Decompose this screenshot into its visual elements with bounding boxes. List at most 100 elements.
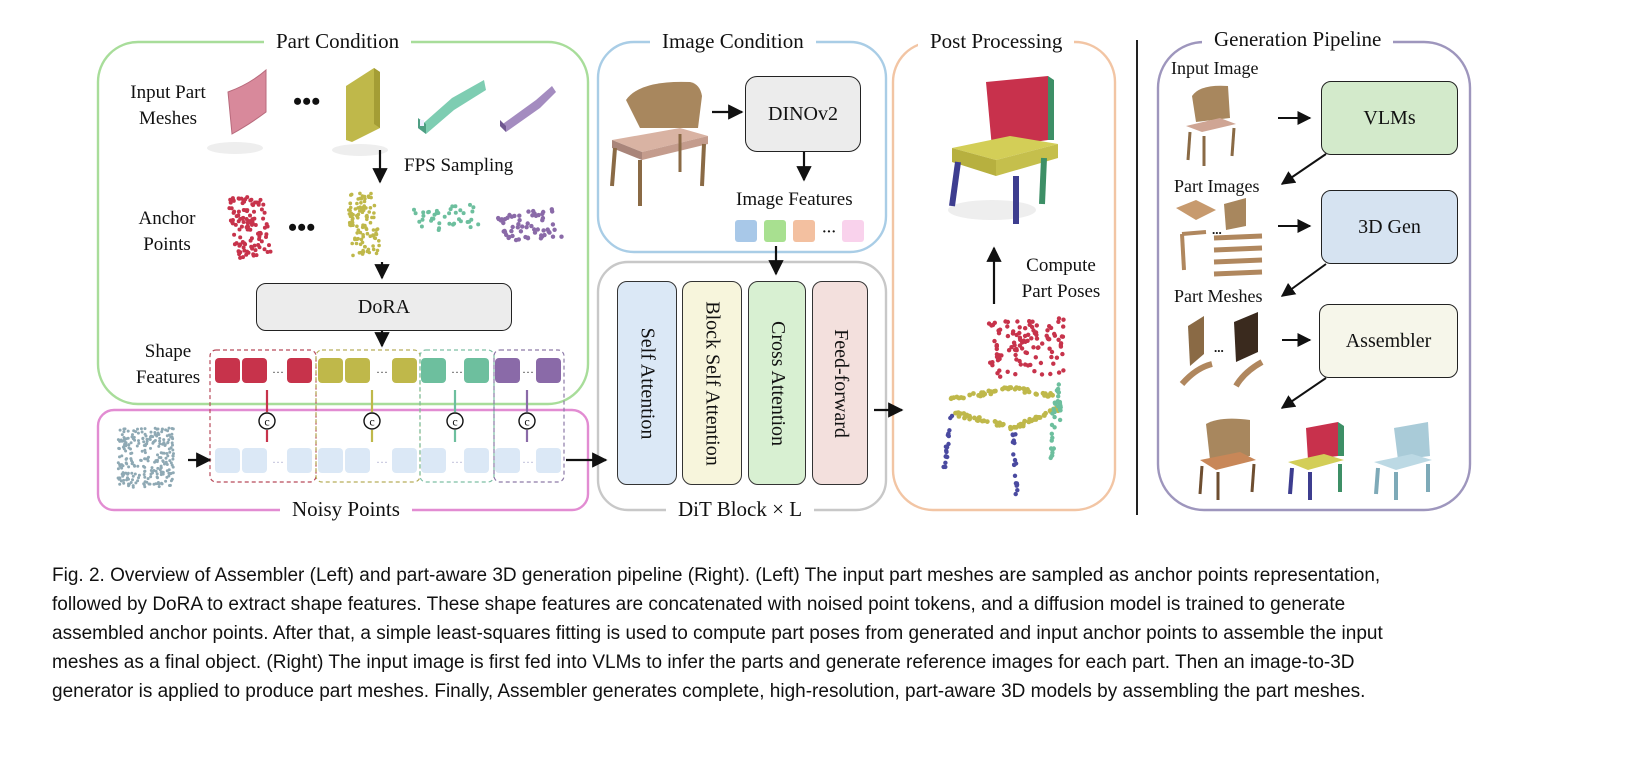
point-dot [350, 241, 355, 246]
point-dot [350, 212, 354, 217]
point-dot [142, 440, 146, 444]
svg-text:···: ··· [522, 455, 534, 469]
point-dot [468, 225, 473, 230]
svg-text:c: c [524, 415, 529, 429]
vlms-box: VLMs [1321, 81, 1458, 155]
point-dot [144, 457, 148, 461]
svg-text:···: ··· [522, 365, 534, 379]
point-dot [238, 217, 243, 221]
point-dot [358, 205, 362, 209]
dit-block-label: Cross Attention [766, 320, 789, 446]
point-dot [134, 481, 138, 485]
point-dot [550, 234, 556, 239]
anchor-points-label: Anchor Points [138, 208, 196, 255]
point-dot [136, 464, 140, 468]
point-dot [349, 193, 353, 197]
point-dot [448, 207, 453, 212]
point-dot [377, 239, 381, 243]
point-dot [239, 196, 244, 201]
point-dot [357, 251, 362, 255]
gp-part-images: ... [1176, 198, 1263, 277]
point-dot [476, 222, 481, 227]
point-dot [120, 466, 124, 470]
point-dot [251, 203, 256, 208]
point-dot [127, 443, 131, 447]
point-dot [156, 431, 160, 435]
point-dot [153, 426, 157, 430]
point-dot [155, 460, 159, 464]
point-dot [264, 235, 268, 239]
point-dot [437, 221, 442, 226]
point-dot [135, 444, 139, 448]
point-dot [120, 454, 124, 458]
point-dot [529, 223, 534, 229]
point-dot [471, 205, 476, 210]
point-dot [161, 459, 165, 463]
point-dot [155, 472, 159, 476]
point-dot [461, 211, 466, 216]
point-dot [122, 478, 126, 482]
point-dot [365, 215, 369, 219]
point-dot [143, 451, 147, 455]
point-dot [143, 469, 147, 473]
point-dot [358, 191, 362, 196]
point-dot [264, 222, 269, 227]
point-dot [509, 228, 514, 234]
caption-line: assembled anchor points. After that, a s… [52, 623, 1383, 644]
point-dot [230, 220, 235, 225]
point-dot [237, 227, 242, 232]
post-processing-title: Post Processing [918, 29, 1075, 54]
dit-block-label: Feed-forward [829, 328, 852, 438]
point-dot [234, 241, 239, 246]
point-dot [360, 240, 365, 245]
point-dot [154, 469, 158, 473]
point-dot [157, 456, 161, 459]
point-dot [143, 448, 147, 452]
point-dot [147, 482, 151, 486]
point-dot [250, 217, 255, 222]
point-dot [267, 243, 271, 248]
point-dot [372, 203, 377, 208]
input-chair-image [610, 81, 708, 206]
point-dot [364, 227, 369, 232]
point-dot [517, 218, 522, 223]
dit-block-label: Self Attention [636, 327, 659, 439]
point-dot [368, 206, 373, 210]
point-dot [133, 472, 137, 476]
point-dot [120, 463, 124, 467]
point-dot [141, 437, 145, 441]
svg-text:···: ··· [822, 225, 836, 240]
point-dot [171, 471, 175, 475]
point-dot [124, 457, 128, 461]
point-dot [348, 208, 352, 213]
point-dot [118, 439, 122, 443]
point-dot [164, 456, 168, 460]
point-dot [136, 427, 139, 431]
point-dot [434, 211, 439, 216]
image-condition-title: Image Condition [650, 29, 816, 54]
point-dot [122, 439, 126, 443]
point-dot [140, 449, 144, 453]
point-dot [156, 427, 160, 431]
point-dot [261, 202, 266, 207]
point-dot [259, 207, 264, 212]
point-dot [167, 474, 171, 478]
caption-line: followed by DoRA to extract shape featur… [52, 594, 1346, 615]
input-mesh-red [207, 68, 267, 154]
point-dot [371, 244, 375, 248]
point-dot [167, 468, 171, 472]
gp-part-meshes: ... [1179, 312, 1264, 388]
point-dot [375, 248, 380, 253]
point-dot [261, 216, 266, 221]
point-dot [541, 209, 546, 215]
point-dot [116, 461, 120, 465]
point-dot [363, 245, 367, 249]
point-dot [362, 194, 367, 199]
point-dot [257, 231, 262, 235]
assembled-chair [948, 76, 1058, 224]
point-dot [232, 209, 237, 214]
point-dot [371, 247, 376, 252]
point-dot [249, 236, 254, 241]
point-dot [145, 439, 149, 443]
point-dot [122, 481, 126, 485]
